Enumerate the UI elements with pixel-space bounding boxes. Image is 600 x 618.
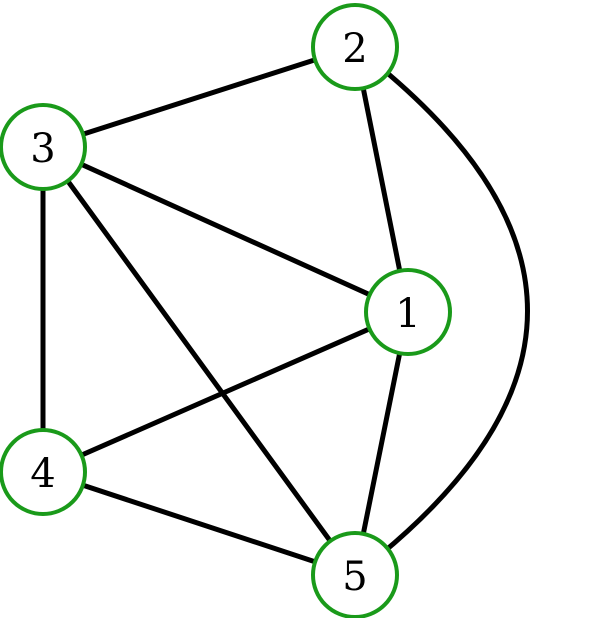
edge-4-1 [40, 309, 411, 475]
nodes-layer: 1 2 3 4 5 [0, 3, 452, 618]
edge-3-5 [40, 144, 358, 578]
node-circle-3 [0, 103, 87, 191]
node-label-2: 2 [342, 26, 367, 72]
node-3: 3 [0, 103, 87, 191]
node-circle-2 [311, 3, 399, 91]
node-label-4: 4 [30, 451, 55, 497]
node-label-1: 1 [395, 291, 420, 337]
edge-4-5 [40, 469, 358, 578]
node-circle-4 [0, 428, 87, 516]
edges-layer [40, 44, 530, 578]
node-circle-5 [311, 531, 399, 618]
node-label-3: 3 [30, 126, 55, 172]
node-label-5: 5 [342, 554, 367, 600]
edge-3-2 [40, 44, 358, 150]
edge-2-5 [352, 44, 530, 578]
node-4: 4 [0, 428, 87, 516]
edge-3-1 [40, 144, 411, 315]
node-circle-1 [364, 268, 452, 356]
node-2: 2 [311, 3, 399, 91]
edge-1-5 [352, 309, 411, 578]
node-1: 1 [364, 268, 452, 356]
node-5: 5 [311, 531, 399, 618]
edge-2-1 [352, 44, 411, 315]
